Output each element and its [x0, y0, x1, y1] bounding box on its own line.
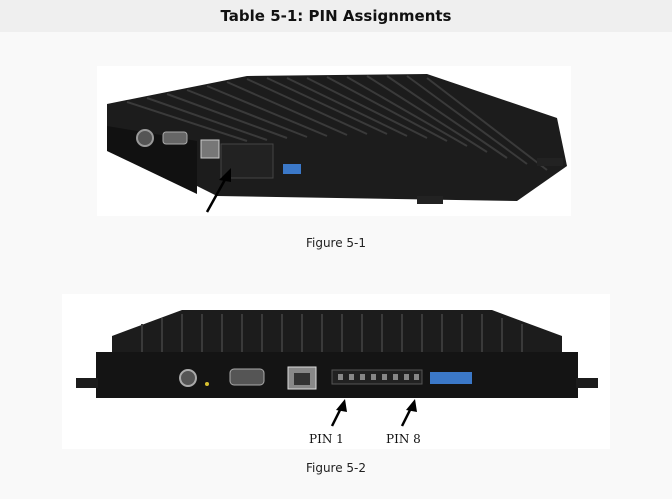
table-title: Table 5-1: PIN Assignments	[220, 7, 452, 25]
figure-5-1-caption: Figure 5-1	[305, 236, 367, 250]
figure-5-2-caption: Figure 5-2	[305, 461, 367, 475]
pin-1-label: PIN 1	[309, 432, 344, 446]
device-front-view-image: PIN 1 PIN 8	[76, 310, 598, 446]
pin-8-label: PIN 8	[386, 432, 421, 446]
figure-5-2-photo: PIN 1 PIN 8	[62, 294, 610, 449]
table-title-bar: Table 5-1: PIN Assignments	[0, 0, 672, 32]
figure-5-1-photo	[97, 66, 571, 216]
device-angle-view-image	[107, 74, 567, 213]
